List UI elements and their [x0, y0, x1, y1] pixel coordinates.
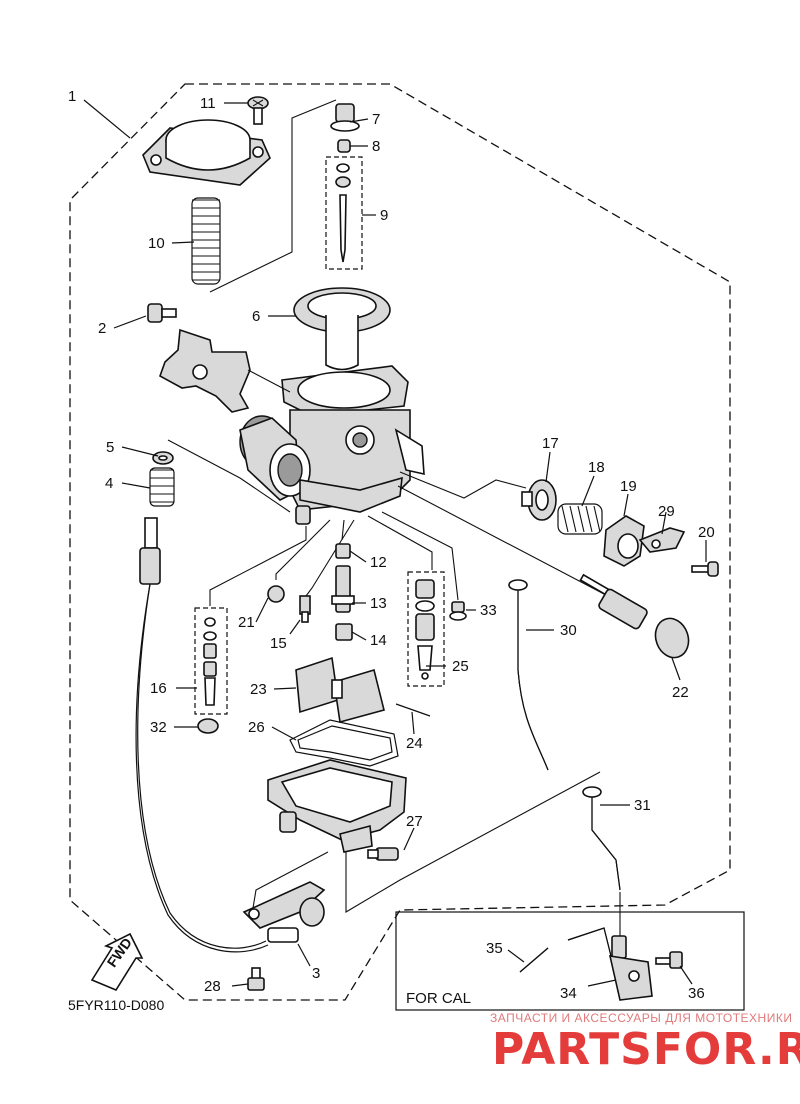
part-19-plate [603, 515, 645, 567]
part-35-hose [519, 927, 613, 973]
part-label-6: 6 [252, 308, 260, 325]
part-label-7: 7 [372, 111, 380, 128]
part-label-15: 15 [270, 635, 287, 652]
part-1-cap [142, 119, 271, 186]
assembly-boundary [69, 83, 731, 1001]
part-label-20: 20 [698, 524, 715, 541]
part-25-group-box [407, 571, 445, 687]
part-23-float [295, 656, 385, 724]
fwd-arrow: FWD [90, 932, 144, 991]
part-label-21: 21 [238, 614, 255, 631]
part-3-throttle-drum [242, 881, 326, 943]
part-29-clamp [638, 527, 686, 553]
part-label-4: 4 [105, 475, 113, 492]
part-26-gasket [289, 719, 399, 767]
part-label-34: 34 [560, 985, 577, 1002]
watermark-tagline: ЗАПЧАСТИ И АКСЕССУАРЫ ДЛЯ МОТОТЕХНИКИ [490, 1011, 792, 1025]
part-7-cap [330, 103, 360, 132]
part-32-cap [197, 718, 219, 734]
part-34-fitting [608, 935, 653, 1001]
leader-lines [83, 99, 707, 987]
part-label-33: 33 [480, 602, 497, 619]
part-20-screw [691, 561, 719, 577]
for-cal-label: FOR CAL [406, 990, 471, 1007]
part-label-27: 27 [406, 813, 423, 830]
part-label-9: 9 [380, 207, 388, 224]
part-16-starter [203, 617, 217, 706]
part-15-pilot-screw [299, 595, 311, 623]
part-21-plug [267, 585, 285, 603]
part-label-29: 29 [658, 503, 675, 520]
part-4-spring [149, 467, 175, 507]
part-label-30: 30 [560, 622, 577, 639]
part-label-3: 3 [312, 965, 320, 982]
part-label-1: 1 [68, 88, 76, 105]
diagram-code: 5FYR110-D080 [68, 997, 164, 1013]
part-label-16: 16 [150, 680, 167, 697]
part-label-10: 10 [148, 235, 165, 252]
part-label-8: 8 [372, 138, 380, 155]
part-25-float-valve [415, 579, 435, 680]
float-bowl [267, 759, 407, 853]
part-label-19: 19 [620, 478, 637, 495]
carburetor-body [239, 365, 425, 525]
part-2-screw [147, 303, 177, 323]
part-17-seal [521, 479, 557, 521]
part-label-28: 28 [204, 978, 221, 995]
part-27-drain-screw [367, 847, 399, 861]
part-22-choke-plunger [579, 573, 690, 659]
part-31-hose [582, 786, 621, 891]
part-label-18: 18 [588, 459, 605, 476]
part-5-washer [152, 451, 174, 465]
part-label-2: 2 [98, 320, 106, 337]
part-18-spring [557, 503, 603, 535]
part-label-24: 24 [406, 735, 423, 752]
part-label-32: 32 [150, 719, 167, 736]
bracket [159, 328, 251, 413]
part-label-14: 14 [370, 632, 387, 649]
part-12-jet [335, 543, 351, 559]
part-11-screw [247, 96, 269, 125]
part-16-group-box [194, 607, 228, 715]
part-8-spring [337, 139, 351, 153]
part-9-needle [335, 163, 351, 263]
part-label-12: 12 [370, 554, 387, 571]
part-30-hose [508, 579, 549, 771]
part-label-22: 22 [672, 684, 689, 701]
part-label-13: 13 [370, 595, 387, 612]
part-label-36: 36 [688, 985, 705, 1002]
for-cal-box [395, 911, 745, 1011]
part-28-screw [247, 967, 265, 991]
part-10-spring [191, 197, 221, 285]
watermark-brand: PARTSFOR.RU [492, 1024, 800, 1075]
part-label-26: 26 [248, 719, 265, 736]
part-label-5: 5 [106, 439, 114, 456]
part-33-screw [449, 601, 467, 621]
part-13-needle-jet [331, 565, 355, 613]
part-14-main-jet [335, 623, 353, 641]
part-label-23: 23 [250, 681, 267, 698]
part-label-11: 11 [200, 95, 216, 112]
part-labels: 1 2 3 4 5 6 7 8 9 10 11 12 13 14 15 16 1… [68, 88, 715, 1002]
part-label-35: 35 [486, 940, 503, 957]
throttle-cable [135, 517, 269, 953]
part-36-screw [655, 951, 683, 969]
part-6-diaphragm [293, 287, 391, 371]
part-label-25: 25 [452, 658, 469, 675]
part-24-pin [395, 703, 431, 717]
part-label-31: 31 [634, 797, 651, 814]
part-label-17: 17 [542, 435, 559, 452]
part-9-group-box [325, 156, 363, 270]
